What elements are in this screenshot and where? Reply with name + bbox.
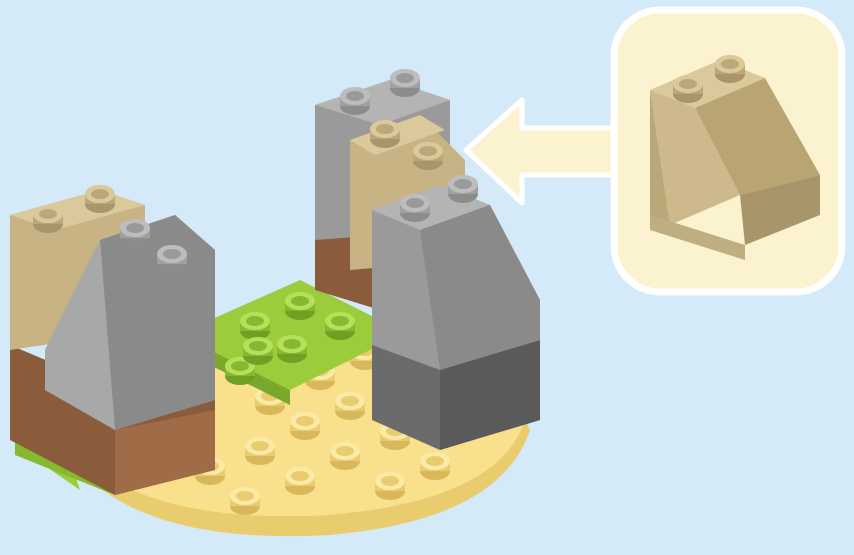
right-tower bbox=[372, 175, 540, 450]
left-arrow-icon bbox=[466, 100, 625, 203]
left-tower bbox=[10, 185, 215, 495]
new-brick-callout bbox=[614, 10, 842, 292]
